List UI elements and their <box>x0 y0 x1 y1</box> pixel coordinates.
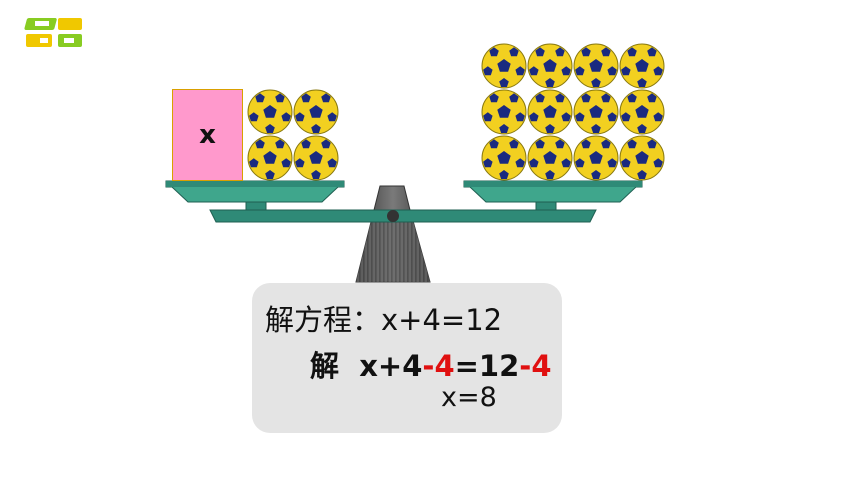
soccer-ball-icon <box>481 43 527 89</box>
soccer-ball-icon <box>573 43 619 89</box>
soccer-ball-icon <box>573 89 619 135</box>
box-label: x <box>199 120 216 150</box>
soccer-ball-icon <box>619 89 665 135</box>
soccer-ball-icon <box>247 135 293 181</box>
eq-part-b: -4 <box>422 349 455 383</box>
soccer-ball-icon <box>481 135 527 181</box>
soccer-ball-icon <box>573 135 619 181</box>
soccer-ball-icon <box>293 89 339 135</box>
equation-panel <box>252 283 562 433</box>
equation-line-1: 解方程：x+4=12 <box>265 303 503 337</box>
equation-line-3: x=8 <box>441 382 497 413</box>
soccer-ball-icon <box>527 135 573 181</box>
soccer-ball-icon <box>481 89 527 135</box>
eq-part-a: x+4 <box>359 349 423 383</box>
soccer-ball-icon <box>527 43 573 89</box>
balance-scale <box>165 43 665 283</box>
logo-icon <box>24 18 82 47</box>
soccer-ball-icon <box>619 43 665 89</box>
soccer-ball-icon <box>247 89 293 135</box>
equation-line-2: 解 x+4-4=12-4 <box>310 343 552 385</box>
unknown-x-box: x <box>172 89 243 181</box>
soccer-ball-icon <box>527 89 573 135</box>
solve-label: 解 <box>310 349 340 383</box>
soccer-ball-icon <box>619 135 665 181</box>
eq-part-c: =12 <box>454 349 520 383</box>
eq-part-d: -4 <box>519 349 552 383</box>
soccer-ball-icon <box>293 135 339 181</box>
